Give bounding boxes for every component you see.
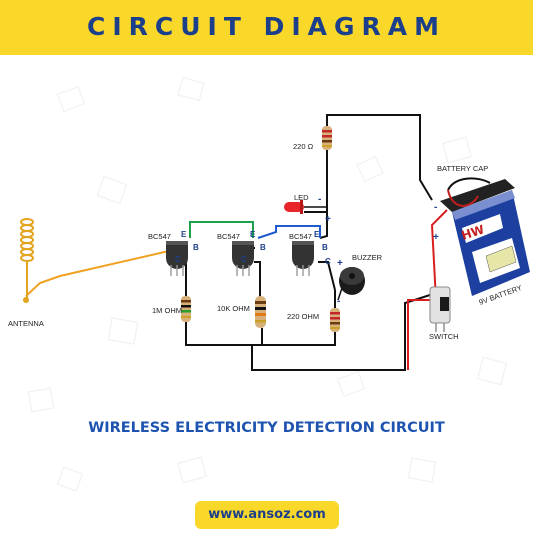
resistor-3-label: 220 OHM bbox=[287, 312, 319, 321]
blue-wire bbox=[257, 225, 321, 239]
battery-minus: - bbox=[434, 202, 437, 213]
buzzer-minus: - bbox=[337, 296, 340, 307]
transistor-2-label: BC547 bbox=[217, 232, 240, 241]
antenna-coil bbox=[20, 218, 34, 298]
resistor-2-label: 10K OHM bbox=[217, 304, 250, 313]
battery-9v bbox=[452, 190, 530, 296]
transistor-1-label: BC547 bbox=[148, 232, 171, 241]
led bbox=[284, 200, 327, 214]
resistor-1 bbox=[181, 296, 191, 322]
transistor-2-pin-e: E bbox=[250, 230, 256, 239]
buzzer-label: BUZZER bbox=[352, 253, 383, 262]
transistor-1 bbox=[166, 241, 188, 276]
background-pattern bbox=[27, 76, 508, 492]
buzzer-plus: + bbox=[337, 258, 343, 269]
circuit-subtitle: WIRELESS ELECTRICITY DETECTION CIRCUIT bbox=[88, 420, 445, 436]
resistor-top-label: 220 Ω bbox=[293, 142, 314, 151]
resistor-top bbox=[322, 126, 332, 150]
transistor-3 bbox=[292, 241, 314, 276]
buzzer bbox=[337, 267, 365, 301]
page-title: CIRCUIT DIAGRAM bbox=[86, 12, 446, 41]
led-minus: - bbox=[318, 194, 321, 205]
led-plus: + bbox=[325, 214, 331, 225]
transistor-1-pin-b: B bbox=[193, 243, 199, 252]
transistor-3-pin-e: E bbox=[314, 230, 320, 239]
resistor-1-label: 1M OHM bbox=[152, 306, 182, 315]
black-wires bbox=[180, 114, 433, 371]
transistor-2-pin-b: B bbox=[260, 243, 266, 252]
switch-label: SWITCH bbox=[429, 332, 459, 341]
battery-plus: + bbox=[433, 232, 439, 243]
transistor-1-pin-c: C bbox=[175, 255, 181, 264]
header-banner: CIRCUIT DIAGRAM bbox=[0, 0, 533, 55]
switch bbox=[429, 286, 451, 332]
resistor-3 bbox=[330, 308, 340, 332]
transistor-1-pin-e: E bbox=[181, 230, 187, 239]
led-label: LED bbox=[294, 193, 309, 202]
antenna-label: ANTENNA bbox=[8, 319, 44, 328]
website-link[interactable]: www.ansoz.com bbox=[195, 501, 339, 529]
transistor-2 bbox=[232, 241, 254, 276]
battery-logo: HW bbox=[460, 222, 486, 243]
transistor-3-label: BC547 bbox=[289, 232, 312, 241]
antenna-wire bbox=[25, 247, 183, 297]
transistor-3-pin-c: C bbox=[325, 257, 331, 266]
battery-cap bbox=[440, 177, 515, 212]
transistor-3-pin-b: B bbox=[322, 243, 328, 252]
resistor-2 bbox=[255, 296, 266, 328]
red-wire bbox=[407, 209, 448, 370]
transistor-2-pin-c: C bbox=[241, 255, 247, 264]
antenna-tip bbox=[23, 297, 29, 303]
battery-cap-label: BATTERY CAP bbox=[437, 164, 488, 173]
green-wire bbox=[189, 221, 254, 238]
